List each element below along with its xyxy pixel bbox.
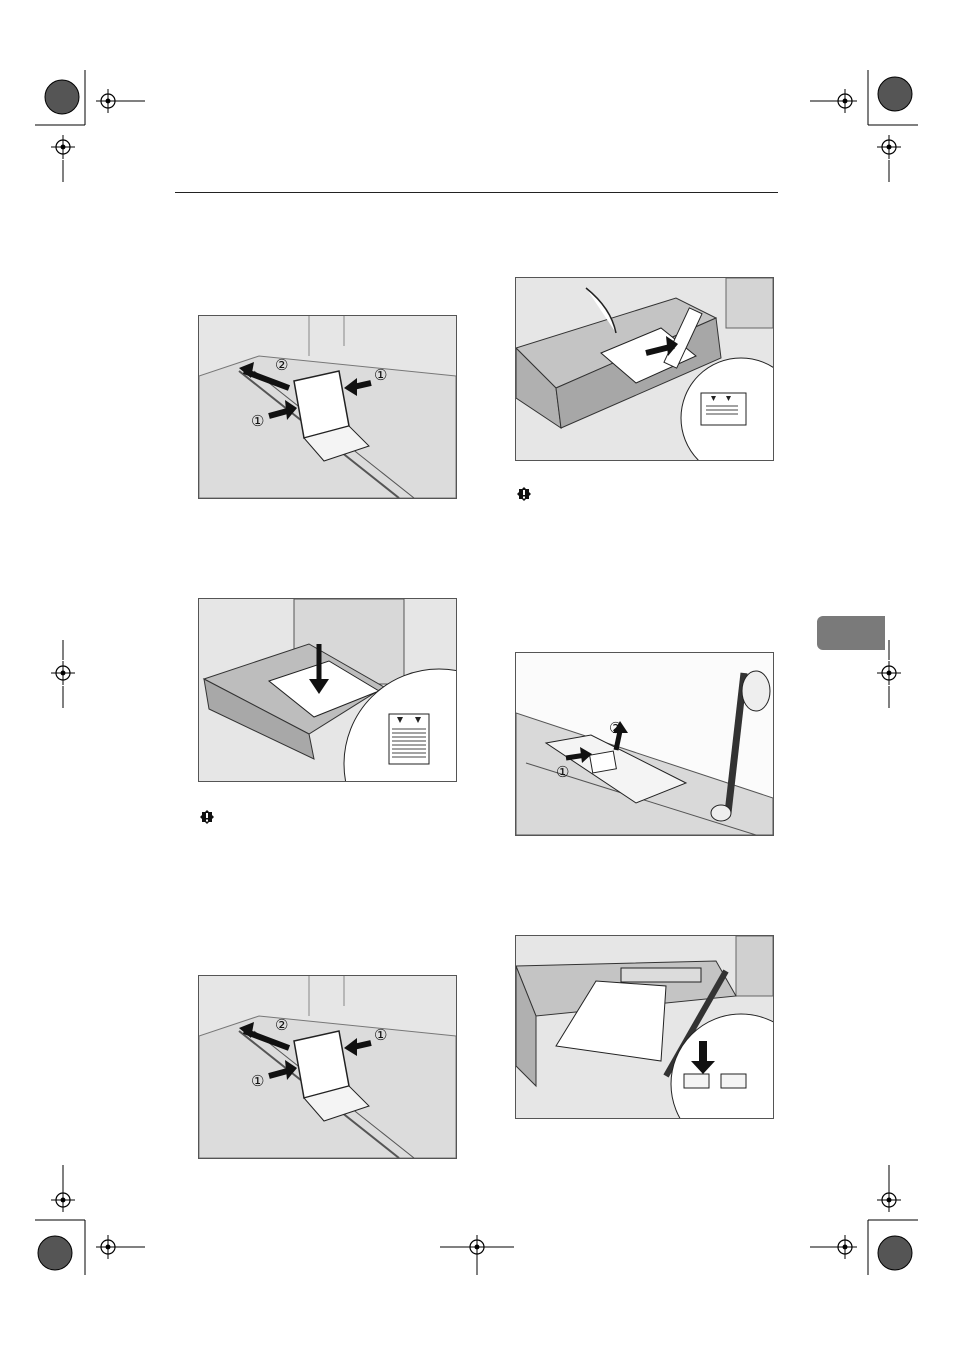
- figure-load-paper-tray: [198, 598, 457, 782]
- chapter-tab: [817, 616, 885, 650]
- label-arrow-1-right: ①: [374, 1026, 387, 1044]
- important-icon: [517, 487, 531, 501]
- figure-end-guide-1: ② ① ①: [198, 315, 457, 499]
- label-arrow-2: ②: [275, 356, 288, 374]
- label-arrow-1: ①: [556, 763, 569, 781]
- figure-paper-under-roller: [515, 277, 774, 461]
- important-icon: [200, 810, 214, 824]
- label-arrow-1-left: ①: [251, 412, 264, 430]
- figure-lock-lever: [515, 935, 774, 1119]
- header-rule: [175, 192, 778, 193]
- label-arrow-2: ②: [609, 719, 622, 737]
- figure-lever-release: ② ①: [515, 652, 774, 836]
- label-arrow-1-left: ①: [251, 1072, 264, 1090]
- label-arrow-1-right: ①: [374, 366, 387, 384]
- label-arrow-2: ②: [275, 1016, 288, 1034]
- figure-end-guide-2: ② ① ①: [198, 975, 457, 1159]
